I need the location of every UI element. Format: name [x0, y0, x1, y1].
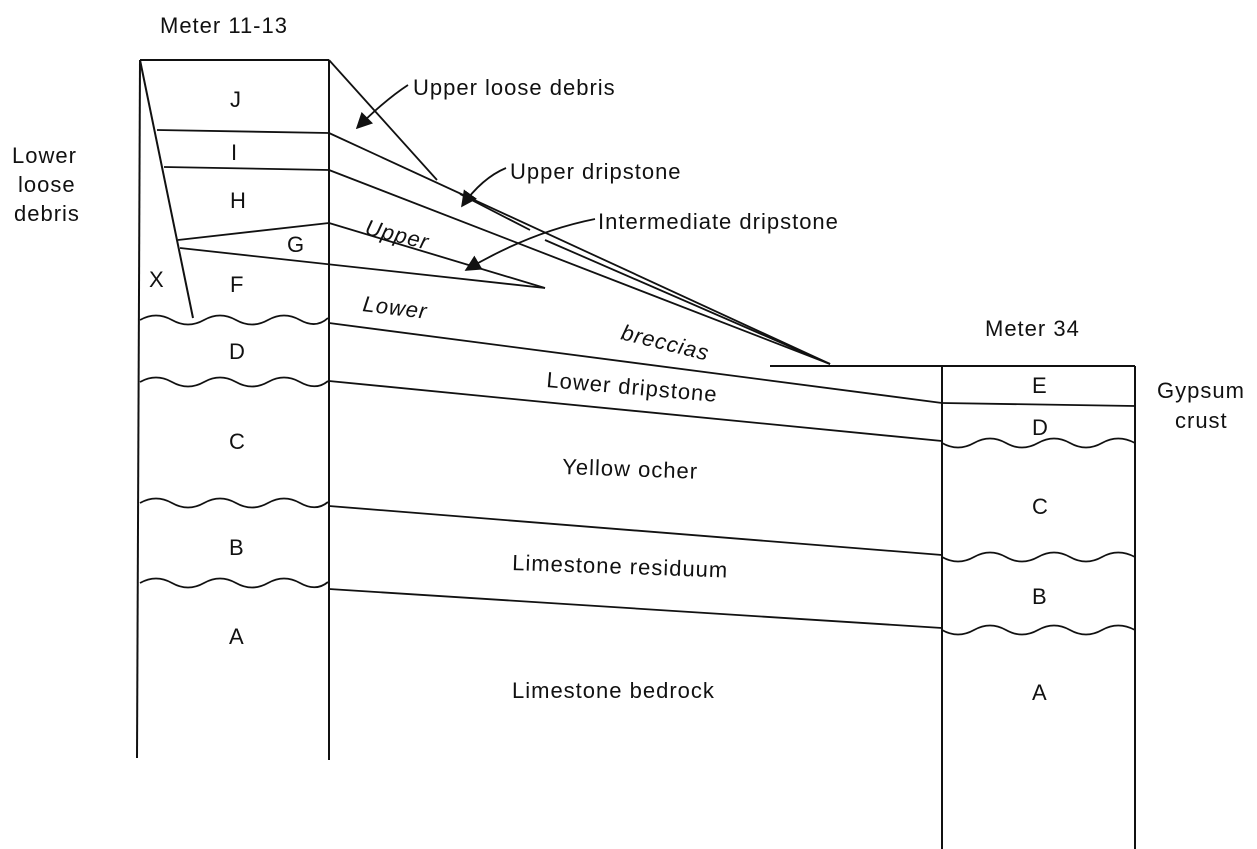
correlation-lines — [328, 59, 943, 629]
unit-label-c-right: C — [1032, 494, 1049, 519]
upper-loose-debris-surface-c — [544, 239, 831, 365]
lower-loose-debris-label-line3: debris — [14, 201, 80, 226]
limestone-residuum-base — [328, 588, 943, 629]
unit-x-boundary — [139, 59, 194, 319]
breccias-label: breccias — [619, 320, 712, 366]
lower-loose-debris-label-line2: loose — [18, 172, 76, 197]
unconformity-b-a-right — [941, 624, 1136, 636]
upper-loose-debris-label: Upper loose debris — [413, 75, 616, 100]
limestone-bedrock-label: Limestone bedrock — [512, 678, 715, 703]
upper-dripstone-base — [328, 169, 831, 365]
upper-breccia-label: Upper — [363, 215, 433, 255]
left-column-title: Meter 11-13 — [160, 13, 288, 38]
unit-label-a-right: A — [1032, 680, 1048, 705]
unit-label-x: X — [149, 267, 165, 292]
unit-label-i: I — [231, 140, 238, 165]
arrow-intermediate-dripstone — [464, 218, 596, 271]
unit-label-f: F — [230, 272, 244, 297]
upper-loose-debris-surface-a — [328, 59, 438, 181]
callout-arrows — [355, 84, 596, 271]
upper-dripstone-label: Upper dripstone — [510, 159, 682, 184]
unconformity-c-b-right — [941, 551, 1136, 563]
unit-label-b-left: B — [229, 535, 245, 560]
intermediate-dripstone-top — [328, 222, 546, 289]
gypsum-crust-label-line2: crust — [1175, 408, 1228, 433]
unconformity-d-c-right — [941, 437, 1136, 449]
unit-label-h: H — [230, 188, 247, 213]
unit-label-d-left: D — [229, 339, 246, 364]
upper-dripstone-top — [328, 132, 831, 365]
yellow-ocher-base — [328, 505, 943, 556]
gypsum-crust-label-line1: Gypsum — [1157, 378, 1245, 403]
lower-dripstone-label: Lower dripstone — [546, 367, 719, 407]
lower-breccia-label: Lower — [361, 291, 429, 324]
unconformity-c-b — [139, 497, 329, 509]
unit-label-a-left: A — [229, 624, 245, 649]
intermediate-dripstone-label: Intermediate dripstone — [598, 209, 839, 234]
lower-loose-debris-label-line1: Lower — [12, 143, 77, 168]
left-column-left-edge — [136, 59, 141, 759]
right-column — [770, 365, 1136, 849]
unit-label-b-right: B — [1032, 584, 1048, 609]
lower-breccia-base — [328, 322, 943, 404]
unconformity-b-a — [139, 577, 329, 589]
unit-label-c-left: C — [229, 429, 246, 454]
unit-label-g: G — [287, 232, 305, 257]
lower-dripstone-base — [328, 380, 943, 442]
yellow-ocher-label: Yellow ocher — [562, 454, 699, 484]
boundary-j-i — [156, 129, 330, 134]
unconformity-f-d — [139, 314, 329, 326]
arrow-upper-dripstone — [461, 167, 507, 208]
boundary-i-h — [163, 166, 330, 171]
boundary-e-d-right — [941, 402, 1136, 407]
boundary-h-g — [177, 222, 330, 241]
limestone-residuum-label: Limestone residuum — [512, 550, 729, 583]
unit-label-e-right: E — [1032, 373, 1048, 398]
unconformity-d-c — [139, 376, 329, 388]
boundary-g-f — [179, 247, 546, 289]
right-column-title: Meter 34 — [985, 316, 1080, 341]
unit-label-d-right: D — [1032, 415, 1049, 440]
arrow-upper-loose-debris — [355, 84, 409, 130]
unit-label-j: J — [230, 87, 242, 112]
left-column — [136, 59, 546, 760]
